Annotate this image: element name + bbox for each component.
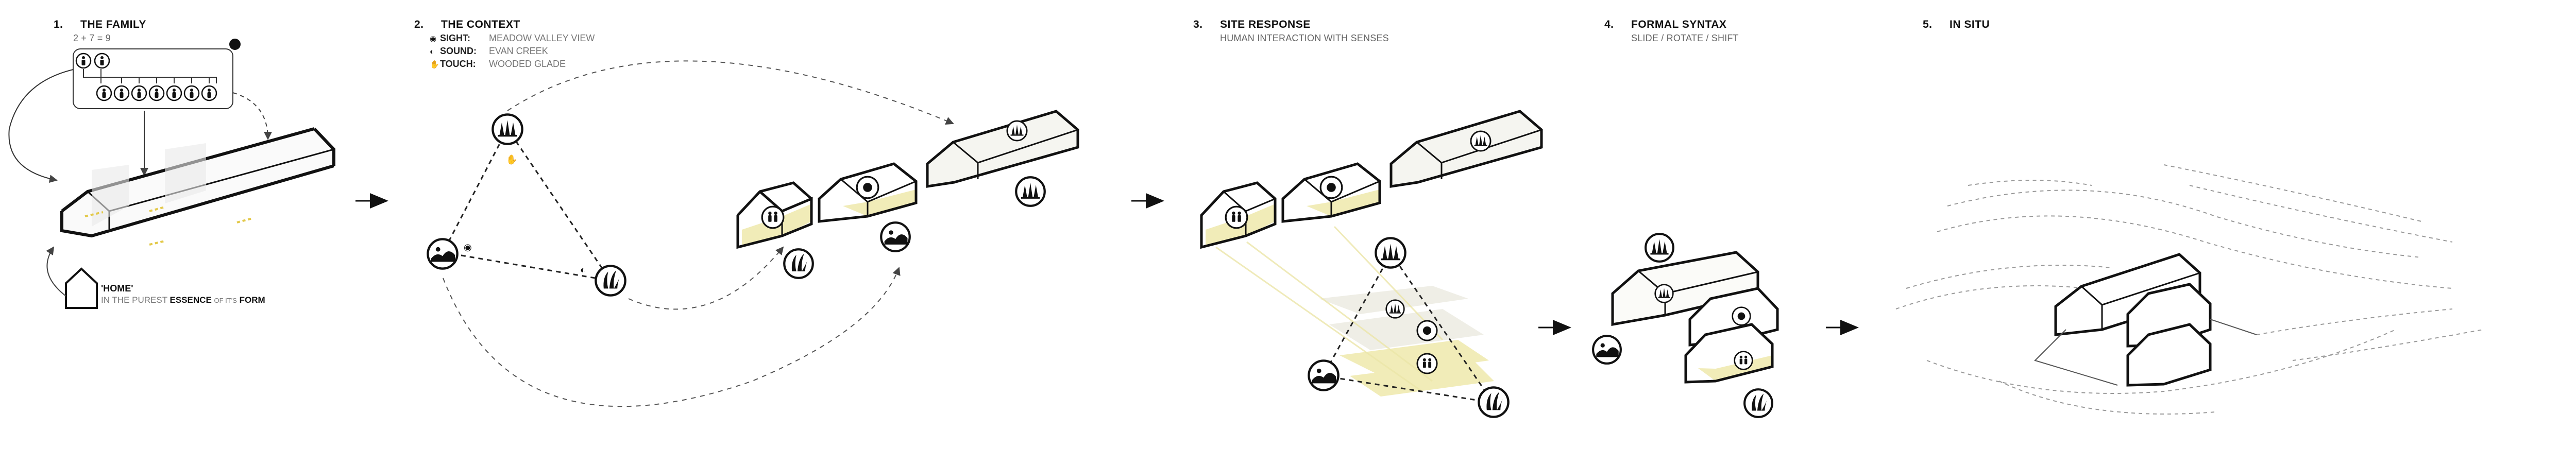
section-number: 2.	[414, 19, 424, 30]
section-1-header: 1. THE FAMILY 2 + 7 = 9	[54, 19, 146, 44]
child-icon	[201, 85, 217, 101]
family-group-box	[73, 48, 233, 109]
return-arrow	[46, 246, 66, 297]
context-label: SIGHT:	[440, 33, 471, 43]
clustered-houses	[1611, 251, 1779, 384]
caption-text: IN THE PUREST	[101, 295, 167, 305]
sound-icon: ◐	[580, 265, 586, 275]
hand-icon: ✋	[506, 154, 517, 165]
section-title: THE FAMILY	[80, 19, 146, 30]
eye-icon: ◉	[430, 35, 437, 43]
context-value: MEADOW VALLEY VIEW	[489, 33, 595, 43]
landscape-icon	[428, 239, 457, 268]
caption-essence: ESSENCE	[170, 295, 212, 305]
house-family	[736, 181, 813, 249]
context-sight-row: ◉SIGHT: MEADOW VALLEY VIEW	[430, 33, 595, 44]
context-label: SOUND:	[440, 46, 477, 56]
landscape-icon	[881, 222, 909, 251]
child-icon	[96, 85, 112, 101]
eye-icon: ◉	[464, 242, 472, 252]
tree-icon	[1470, 130, 1492, 152]
house-touch	[926, 110, 1079, 188]
grass-icon	[1479, 387, 1508, 417]
section-title: IN SITU	[1950, 19, 1990, 30]
grass-icon	[784, 249, 812, 278]
context-value: EVAN CREEK	[489, 46, 548, 56]
landscape-icon	[1309, 360, 1338, 390]
sun-icon	[1416, 320, 1438, 341]
child-icon	[183, 85, 200, 101]
section-number: 5.	[1923, 19, 1933, 30]
context-label: TOUCH:	[440, 59, 476, 69]
section-title: FORMAL SYNTAX	[1631, 19, 1727, 30]
child-icon	[131, 85, 147, 101]
section-2-header: 2.THE CONTEXT ◉SIGHT:MEADOW VALLEY VIEW …	[414, 19, 595, 70]
tree-icon	[1654, 284, 1674, 303]
tree-icon	[1376, 238, 1405, 267]
section-title: SITE RESPONSE	[1220, 19, 1311, 30]
tree-icon	[1016, 177, 1044, 205]
child-icon	[113, 85, 130, 101]
family-icon	[1225, 205, 1248, 229]
tree-icon	[1646, 234, 1673, 262]
section-number: 3.	[1193, 19, 1203, 30]
tree-icon	[1385, 299, 1405, 319]
child-icon	[148, 85, 165, 101]
section-5-header: 5. IN SITU	[1923, 19, 1990, 31]
section-subtitle: HUMAN INTERACTION WITH SENSES	[1220, 33, 1389, 43]
grass-icon	[1744, 389, 1772, 417]
family-icon	[1734, 351, 1753, 370]
dashed-arc	[628, 246, 784, 310]
caption-text: OF IT'S	[214, 297, 237, 304]
hand-icon: ✋	[430, 60, 439, 69]
context-sound-row: ◐ SOUND: EVAN CREEK	[430, 46, 595, 57]
section-number: 1.	[54, 19, 63, 30]
caption-form: FORM	[239, 295, 265, 305]
tree-icon	[1006, 120, 1028, 142]
sun-icon	[856, 176, 879, 199]
section-title: THE CONTEXT	[441, 19, 520, 30]
sun-icon	[1319, 176, 1343, 199]
sun-icon	[1732, 306, 1751, 326]
home-icon	[65, 267, 98, 309]
house-sight	[818, 162, 918, 223]
home-title: 'HOME'	[101, 283, 133, 294]
projected-planes	[1215, 226, 1494, 397]
dashed-arrow	[232, 92, 272, 140]
child-icon	[166, 85, 182, 101]
cycle-arrow	[8, 69, 74, 183]
parent-icon	[75, 53, 92, 69]
long-house	[60, 127, 335, 246]
sound-icon: ◐	[430, 47, 435, 56]
section-3-header: 3. SITE RESPONSE HUMAN INTERACTION WITH S…	[1193, 19, 1389, 44]
in-situ-houses	[2034, 253, 2257, 387]
dashed-arc	[507, 60, 954, 125]
home-caption: 'HOME' IN THE PUREST ESSENCE OF IT'S FOR…	[101, 283, 265, 305]
context-triangle	[442, 127, 613, 282]
parent-icon	[94, 53, 110, 69]
tree-icon	[493, 114, 522, 144]
family-icon	[1416, 353, 1438, 374]
section-4-header: 4. FORMAL SYNTAX SLIDE / ROTATE / SHIFT	[1604, 19, 1739, 44]
grass-icon	[596, 266, 625, 295]
north-dot	[229, 39, 241, 50]
response-triangle	[1321, 252, 1495, 404]
family-icon	[761, 205, 785, 229]
context-value: WOODED GLADE	[489, 59, 566, 69]
landscape-icon	[1593, 336, 1621, 364]
dashed-arc	[443, 267, 901, 407]
context-touch-row: ✋TOUCH: WOODED GLADE	[430, 59, 595, 70]
section-subtitle: SLIDE / ROTATE / SHIFT	[1631, 33, 1739, 43]
site-contours	[1895, 164, 2484, 415]
response-houses	[1200, 110, 1543, 249]
section-subtitle: 2 + 7 = 9	[73, 33, 111, 43]
section-number: 4.	[1604, 19, 1614, 30]
